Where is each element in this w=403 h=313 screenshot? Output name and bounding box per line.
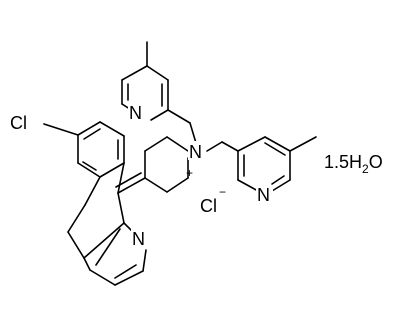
chloride-charge: − [219, 185, 226, 199]
right-methylpyridine-ring [206, 136, 317, 192]
cycloheptane-bridge [67, 162, 125, 259]
chloro-substituent: Cl [10, 113, 27, 133]
hydrate-subscript: 2 [362, 162, 369, 176]
piperidinium-ring [115, 136, 189, 194]
quaternary-nitrogen-charge: + [186, 166, 193, 180]
hydrate-suffix: O [369, 152, 383, 172]
upper-pyridine-nitrogen: N [129, 103, 142, 123]
chloride-counterion: Cl [200, 196, 217, 216]
atom-labels: N N + N N Cl Cl − [10, 103, 273, 249]
chlorobenzene-ring [43, 121, 125, 178]
upper-methylpyridine-ring [121, 41, 197, 144]
hydrate-prefix: 1.5H [324, 152, 362, 172]
quaternary-nitrogen: N [189, 142, 202, 162]
fused-pyridine-ring [83, 222, 147, 286]
fused-pyridine-nitrogen: N [132, 229, 145, 249]
hydrate-label: 1.5H2O [324, 152, 383, 176]
right-pyridine-nitrogen: N [257, 185, 270, 205]
